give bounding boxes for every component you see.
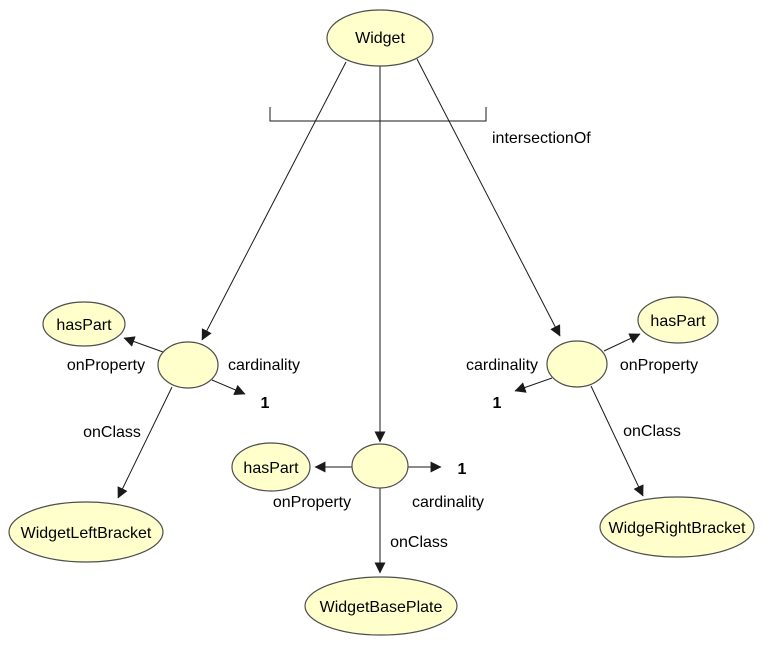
onproperty-label-middle: onProperty [273, 494, 351, 511]
node-widget: Widget [326, 9, 434, 67]
haspart-left-label: hasPart [56, 317, 112, 334]
onclass-label-right: onClass [623, 423, 681, 440]
edge-widget-to-left-restriction [201, 61, 347, 341]
widgetleftbracket-label: WidgetLeftBracket [21, 525, 152, 542]
cardinality-value-right: 1 [493, 395, 502, 412]
node-widgetbaseplate: WidgetBasePlate [304, 576, 458, 636]
node-haspart-right: hasPart [637, 296, 719, 344]
middle-restriction-node [351, 443, 409, 489]
edge-widget-to-right-restriction [416, 58, 561, 337]
cardinality-value-middle: 1 [458, 461, 467, 478]
onproperty-label-left: onProperty [67, 357, 145, 374]
haspart-left-ellipse [42, 301, 126, 347]
edge-left-onproperty [123, 336, 164, 353]
haspart-right-ellipse [637, 296, 719, 344]
widget-ellipse [326, 9, 434, 67]
edge-right-cardinality [514, 377, 553, 393]
intersectionof-label: intersectionOf [492, 130, 591, 147]
cardinality-label-middle: cardinality [412, 494, 484, 511]
haspart-right-label: hasPart [650, 313, 706, 330]
widgetbaseplate-ellipse [304, 576, 458, 636]
onproperty-label-right: onProperty [620, 357, 698, 374]
edge-left-cardinality [211, 379, 246, 395]
intersection-bracket [269, 107, 487, 122]
haspart-middle-ellipse [231, 442, 311, 492]
node-haspart-middle: hasPart [231, 442, 311, 492]
edge-left-onclass [117, 386, 173, 499]
widget-label: Widget [355, 30, 405, 47]
node-widgetleftbracket: WidgetLeftBracket [8, 501, 164, 563]
onclass-label-middle: onClass [390, 534, 448, 551]
onclass-label-left: onClass [83, 424, 141, 441]
widgerightbracket-label: WidgeRightBracket [609, 520, 747, 537]
left-restriction-node [157, 341, 219, 389]
right-restriction-node [546, 340, 608, 388]
edge-right-onclass [590, 385, 644, 497]
cardinality-label-right: cardinality [466, 357, 538, 374]
widgerightbracket-ellipse [599, 496, 755, 558]
node-widgerightbracket: WidgeRightBracket [599, 496, 755, 558]
widgetbaseplate-label: WidgetBasePlate [320, 599, 443, 616]
cardinality-label-left: cardinality [228, 357, 300, 374]
node-haspart-left: hasPart [42, 301, 126, 347]
widgetleftbracket-ellipse [8, 501, 164, 563]
haspart-middle-label: hasPart [243, 460, 299, 477]
cardinality-value-left: 1 [261, 395, 270, 412]
edge-right-onproperty [603, 333, 641, 352]
